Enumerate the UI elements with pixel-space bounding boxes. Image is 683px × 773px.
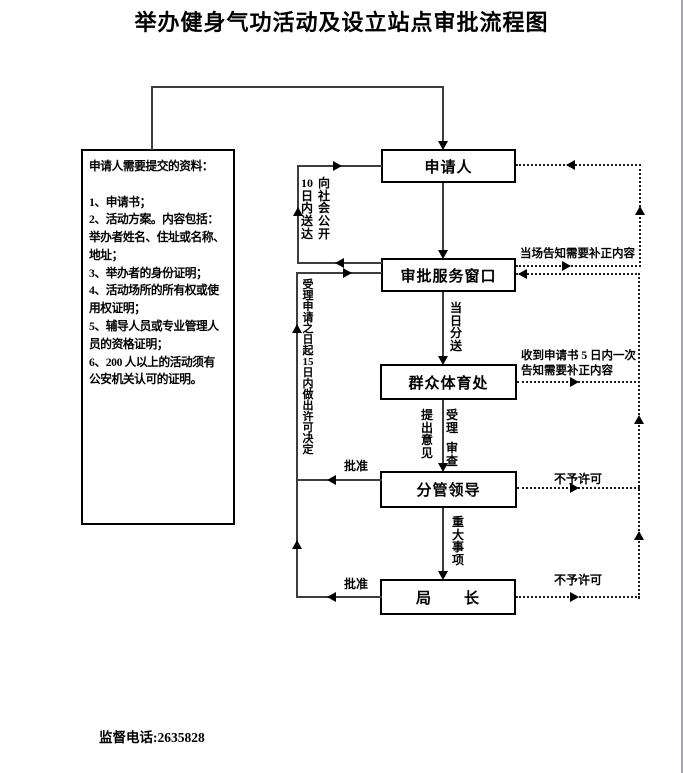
label-same-day-dispatch: 当 日 分 送 xyxy=(449,301,462,354)
node-bureau-chief-label: 局 长 xyxy=(415,590,480,607)
label-five-day-correction: 收到申请书 5 日内一次 告知需要补正内容 xyxy=(521,350,636,377)
node-division-leader-label: 分管领导 xyxy=(416,483,481,499)
dotted-into-applicant-right xyxy=(516,164,641,166)
node-applicant-label: 申请人 xyxy=(424,159,473,176)
edge-leader-to-chief xyxy=(442,508,444,573)
supervision-phone: 监督电话:2635828 xyxy=(99,730,205,745)
label-review: 审 查 xyxy=(445,441,458,468)
dotted-into-window-right xyxy=(516,273,640,275)
page-edge-line xyxy=(681,0,683,773)
edge-leader-approve-out xyxy=(296,479,382,481)
arrowhead-dotted-up-2 xyxy=(634,415,644,424)
node-mass-sports-label: 群众体育处 xyxy=(408,375,489,392)
dotted-up-right-2 xyxy=(638,273,640,599)
label-approve-leader: 批准 xyxy=(344,459,369,473)
label-approve-chief: 批准 xyxy=(344,577,369,591)
dotted-window-right-out xyxy=(516,265,641,267)
arrowhead-into-window-left xyxy=(343,268,352,278)
label-submit-opinion: 提 出 意 见 xyxy=(420,408,433,461)
arrowhead-dotted-into-window xyxy=(518,269,527,279)
node-applicant: 申请人 xyxy=(381,149,516,183)
arrowhead-approval-up-1 xyxy=(292,324,302,333)
label-no-permit-leader: 不予许可 xyxy=(554,472,603,486)
label-publicize: 向 社 会 公 开 xyxy=(317,176,330,241)
edge-window-to-sports xyxy=(442,292,444,358)
arrowhead-dotted-chief-out xyxy=(570,592,579,602)
arrowhead-dotted-into-applicant xyxy=(566,160,575,170)
node-service-window-label: 审批服务窗口 xyxy=(400,268,497,285)
arrowhead-into-applicant-top xyxy=(438,141,448,150)
label-spot-correction: 当场告知需要补正内容 xyxy=(520,248,635,260)
edge-approval-up xyxy=(296,272,298,598)
label-deliver-10-days: 10 日 内 送 达 xyxy=(300,176,313,241)
node-bureau-chief: 局 长 xyxy=(380,579,516,615)
arrowhead-window-left-out xyxy=(335,258,344,268)
connector-top-horizontal xyxy=(151,86,444,88)
page-title: 举办健身气功活动及设立站点审批流程图 xyxy=(134,10,549,35)
arrowhead-chief-approve xyxy=(327,592,336,602)
arrowhead-dotted-up-3 xyxy=(634,531,644,540)
arrowhead-dotted-window-out xyxy=(562,261,571,271)
dotted-up-right-1 xyxy=(639,164,641,267)
requirements-panel: 申请人需要提交的资料： 1、申请书； 2、活动方案。内容包括： 举办者姓名、住址… xyxy=(81,149,235,525)
node-service-window: 审批服务窗口 xyxy=(381,258,516,292)
label-no-permit-chief: 不予许可 xyxy=(554,573,603,587)
arrowhead-dotted-up-1 xyxy=(635,206,645,215)
arrowhead-leader-approve xyxy=(327,475,336,485)
arrowhead-into-window xyxy=(438,250,448,259)
arrowhead-into-applicant-left xyxy=(333,161,342,171)
node-mass-sports: 群众体育处 xyxy=(380,364,517,400)
arrowhead-dotted-leader-out xyxy=(570,483,579,493)
node-division-leader: 分管领导 xyxy=(380,471,517,508)
edge-into-window-left xyxy=(296,272,382,274)
connector-panel-up xyxy=(151,87,153,150)
edge-applicant-to-window xyxy=(442,183,444,252)
connector-top-down xyxy=(442,86,444,143)
arrowhead-up-to-applicant xyxy=(293,207,303,216)
label-accept: 受 理 xyxy=(445,408,458,435)
edge-chief-approve-out xyxy=(296,596,382,598)
arrowhead-into-sports xyxy=(438,356,448,365)
arrowhead-into-chief xyxy=(438,571,448,580)
arrowhead-dotted-sports-out xyxy=(570,377,579,387)
label-decision-15-days: 受 理 申 请 之 日 起 15 日 内 做 出 许 可 决 定 xyxy=(302,279,314,456)
edge-sports-to-leader xyxy=(442,400,444,465)
arrowhead-into-leader xyxy=(438,463,448,472)
arrowhead-approval-up-2 xyxy=(292,540,302,549)
label-major-matters: 重 大 事 项 xyxy=(451,515,464,568)
